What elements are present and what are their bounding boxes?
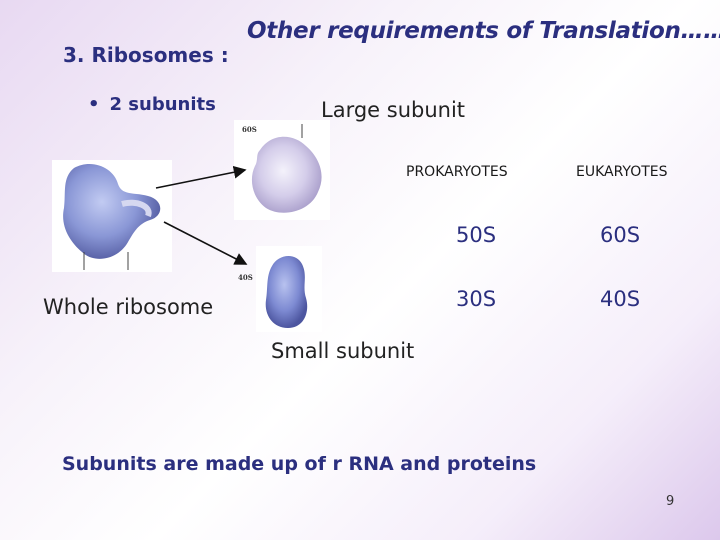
value-prok-small: 30S <box>456 287 497 311</box>
whole-ribosome-label: Whole ribosome <box>43 295 214 319</box>
whole-ribosome-image <box>52 160 172 272</box>
bullet-dot-icon: • <box>88 94 100 115</box>
arrow-to-large-icon <box>155 165 247 189</box>
arrows-overlay <box>155 165 248 265</box>
value-euk-large: 60S <box>600 223 641 247</box>
large-subunit-mark: 60S <box>242 125 257 134</box>
col-header-prokaryotes: PROKARYOTES <box>406 164 508 180</box>
page-number: 9 <box>666 494 675 509</box>
section-title: 3. Ribosomes : <box>63 43 229 67</box>
small-subunit-image: 40S <box>238 246 322 332</box>
bullet-item: • 2 subunits <box>88 94 216 115</box>
large-subunit-image: 60S <box>234 120 330 220</box>
footer-statement: Subunits are made up of r RNA and protei… <box>62 453 537 475</box>
small-subunit-label: Small subunit <box>271 339 415 363</box>
small-subunit-mark: 40S <box>238 273 253 282</box>
arrow-to-small-icon <box>163 221 248 265</box>
value-euk-small: 40S <box>600 287 641 311</box>
col-header-eukaryotes: EUKARYOTES <box>576 164 668 180</box>
large-subunit-label: Large subunit <box>321 98 466 122</box>
value-prok-large: 50S <box>456 223 497 247</box>
bullet-text: 2 subunits <box>109 94 216 115</box>
slide-heading: Other requirements of Translation……. <box>247 18 720 44</box>
